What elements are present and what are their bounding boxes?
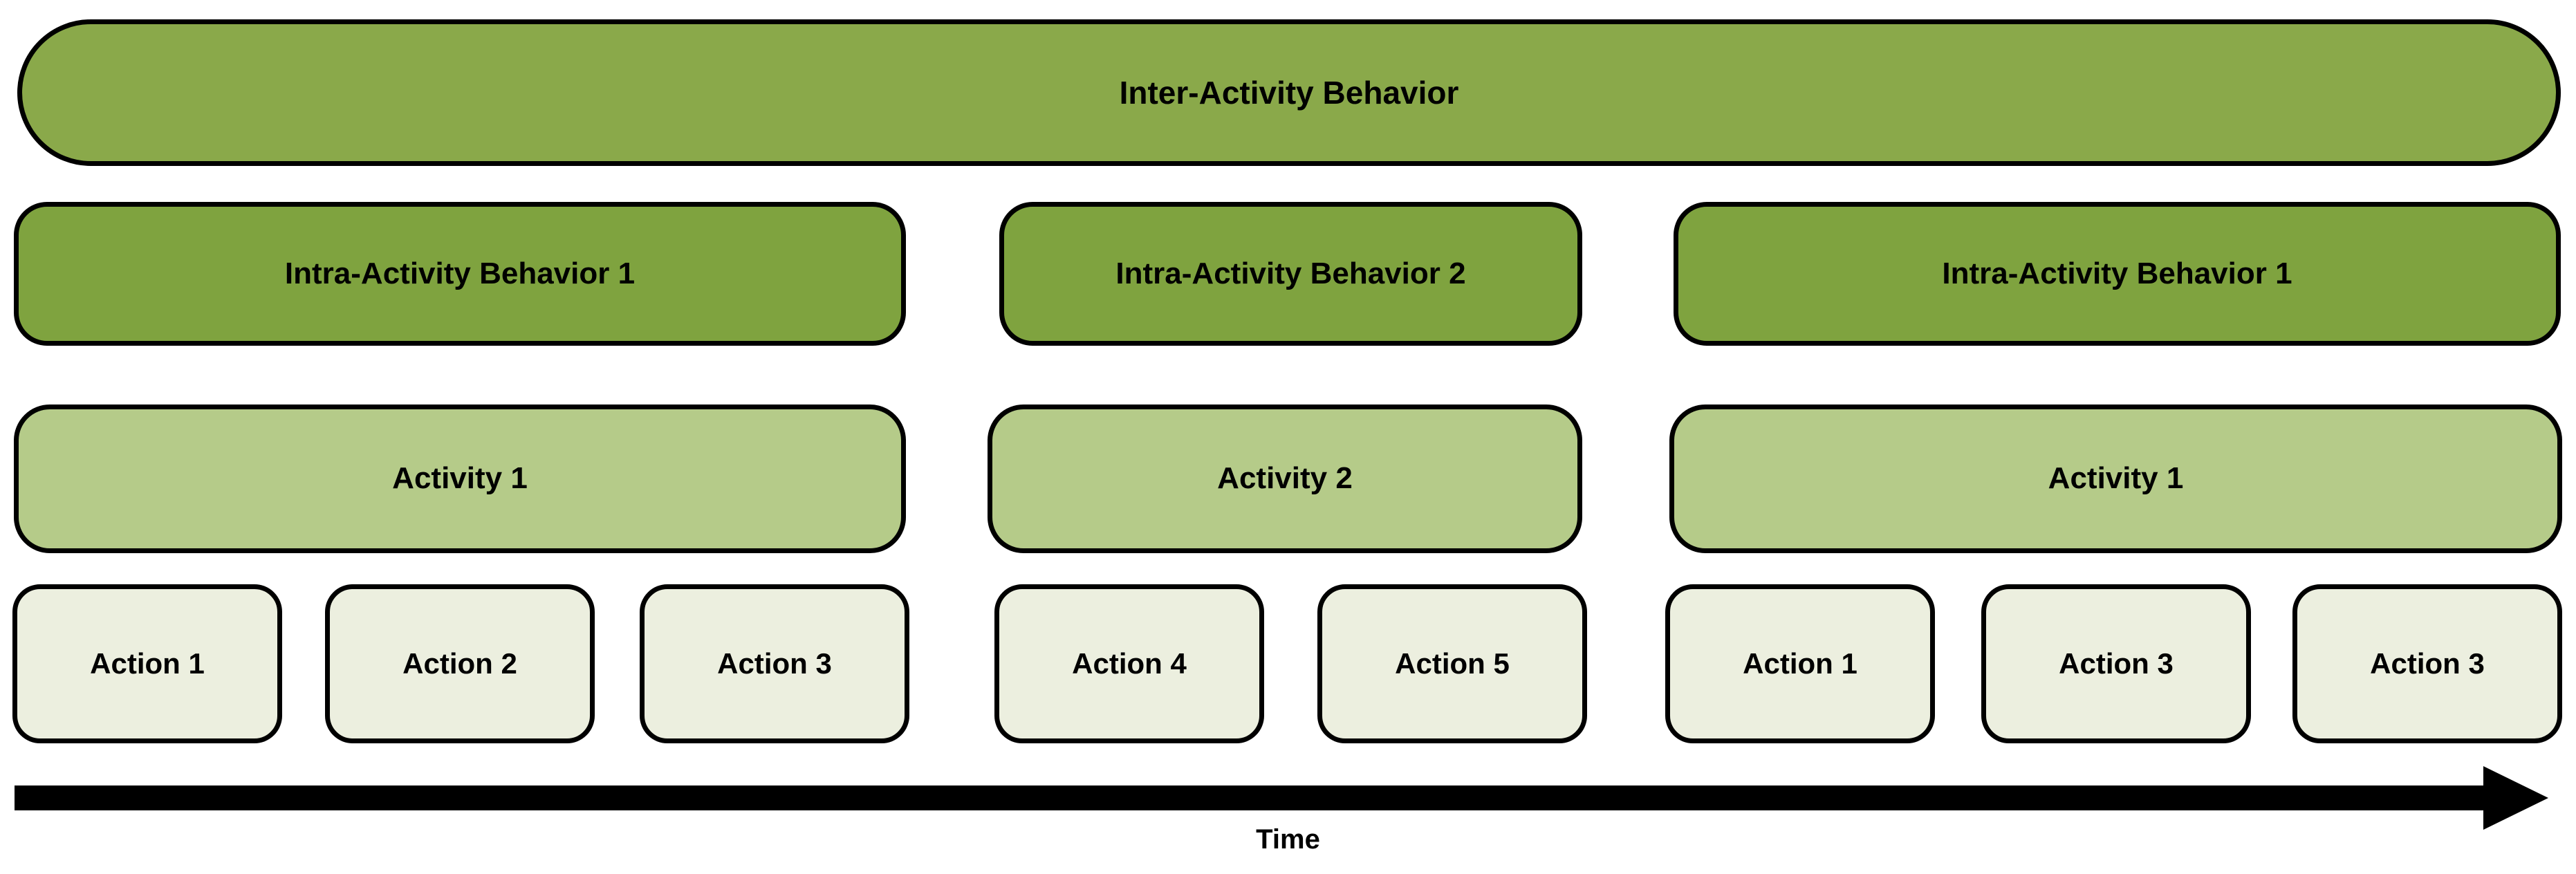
- action-node-label: Action 1: [1743, 647, 1857, 680]
- action-node-label: Action 3: [717, 647, 832, 680]
- action-node: Action 3: [1981, 584, 2251, 743]
- action-node: Action 1: [12, 584, 282, 743]
- action-node-label: Action 1: [90, 647, 205, 680]
- action-node: Action 1: [1665, 584, 1935, 743]
- intra-activity-behavior-node: Intra-Activity Behavior 1: [1674, 202, 2561, 346]
- action-node-label: Action 2: [402, 647, 517, 680]
- intra-activity-behavior-node-label: Intra-Activity Behavior 1: [1942, 256, 2292, 290]
- action-node-label: Action 3: [2370, 647, 2485, 680]
- action-node-label: Action 3: [2059, 647, 2174, 680]
- action-node: Action 5: [1317, 584, 1587, 743]
- action-node: Action 4: [994, 584, 1264, 743]
- activity-node-label: Activity 1: [392, 461, 528, 496]
- time-axis-label: Time: [1256, 824, 1320, 855]
- intra-activity-behavior-node: Intra-Activity Behavior 2: [999, 202, 1582, 346]
- activity-node-label: Activity 1: [2048, 461, 2184, 496]
- activity-node: Activity 1: [14, 405, 906, 553]
- inter-activity-behavior-node-label: Inter-Activity Behavior: [1119, 74, 1459, 111]
- intra-activity-behavior-node-label: Intra-Activity Behavior 1: [284, 256, 636, 290]
- action-node: Action 3: [640, 584, 909, 743]
- inter-activity-behavior-node: Inter-Activity Behavior: [17, 19, 2561, 166]
- intra-activity-behavior-node-label: Intra-Activity Behavior 2: [1115, 256, 1466, 290]
- action-node: Action 2: [325, 584, 595, 743]
- intra-activity-behavior-node: Intra-Activity Behavior 1: [14, 202, 906, 346]
- activity-node: Activity 2: [988, 405, 1582, 553]
- action-node: Action 3: [2292, 584, 2562, 743]
- activity-node-label: Activity 2: [1217, 461, 1353, 496]
- action-node-label: Action 5: [1395, 647, 1510, 680]
- time-axis-arrow-right-icon: [15, 766, 2548, 830]
- activity-node: Activity 1: [1669, 405, 2562, 553]
- action-node-label: Action 4: [1072, 647, 1187, 680]
